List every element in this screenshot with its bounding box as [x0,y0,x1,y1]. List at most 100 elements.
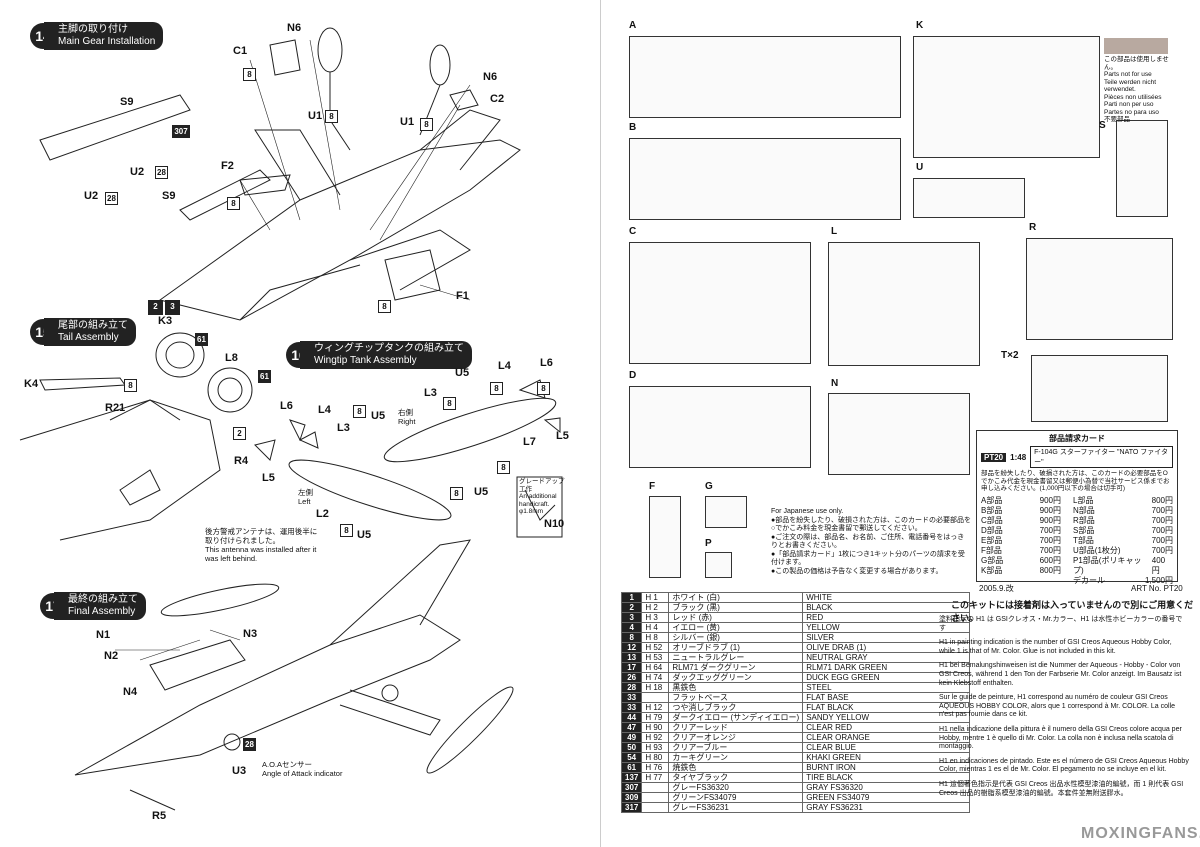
hobby-color-code: H 93 [641,742,670,753]
part-label: U1 [400,116,415,128]
color-number: 50 [620,742,643,753]
part-label: L3 [424,387,437,399]
part-label: L3 [337,422,350,434]
step-17-title-jp: 最終の組み立て [68,594,138,605]
hobby-color-code: H 80 [641,752,670,763]
part-label: U2 [130,166,145,178]
sprue-n [828,393,970,475]
color-number: 33 [620,692,643,703]
part-label: K4 [24,378,39,390]
part-label: L6 [540,357,553,369]
part-label: C1 [233,45,248,57]
part-label: N3 [243,628,258,640]
hobby-color-code: H 8 [641,632,670,643]
order-card-kit-name: F-104G スターファイター "NATO ファイター" [1030,446,1173,468]
sprue-u [1031,355,1168,422]
color-name-jp: グレーFS36320 [668,782,804,793]
color-name-en: BLACK [802,602,971,613]
color-number: 307 [620,782,643,793]
sprue-r [1026,238,1173,340]
color-ref: 8 [243,68,256,81]
part-label: S9 [120,96,134,108]
sprue-label-a: A [629,20,637,31]
hobby-color-code: H 1 [641,592,670,603]
part-label: L4 [498,360,511,372]
sprue-label-k: K [916,20,924,31]
order-card-art-no: ART No. PT20 [1131,584,1183,593]
color-name-jp: ブラック (黒) [668,602,804,613]
hobby-color-code: H 92 [641,732,670,743]
hobby-color-code: H 18 [641,682,670,693]
color-name-jp: ダークイエロー (サンディイエロー) [668,712,804,723]
color-name-jp: グリーンFS34079 [668,792,804,803]
hobby-color-code: H 90 [641,722,670,733]
color-ref: 28 [155,166,168,179]
color-number: 4 [620,622,643,633]
left-side-label: 左側 Left [298,488,313,506]
left-page: 14 主脚の取り付け Main Gear Installation 15 尾部の… [19,22,569,822]
color-ref: 307 [172,125,190,138]
part-label: N1 [96,629,111,641]
color-number: 28 [620,682,643,693]
part-label: L6 [280,400,293,412]
part-label: F1 [456,290,469,302]
aoa-note: A.O.Aセンサー Angle of Attack indicator [262,760,343,778]
sprue-a [629,36,901,118]
color-name-jp: オリーブドラブ (1) [668,642,804,653]
color-name-jp: レッド (赤) [668,612,804,623]
japan-use-note: For Japanese use only. ●部品を紛失したり、破損された方は… [771,508,971,575]
part-label: L5 [262,472,275,484]
color-name-jp: タイヤブラック [668,772,804,783]
part-label: N10 [544,518,565,530]
step-17-title-en: Final Assembly [68,606,136,617]
color-name-jp: クリアーブルー [668,742,804,753]
color-number: 2 [620,602,643,613]
part-label: L7 [523,436,536,448]
tip-tank-drawing [288,379,563,538]
color-number: 54 [620,752,643,763]
multilingual-notes: 塗料指示の H1 は GSIクレオス・Mr.カラー、H1 は水性ホビーカラーの番… [939,616,1189,797]
part-label: U5 [455,367,470,379]
step-14-header: 14 主脚の取り付け Main Gear Installation [30,22,164,50]
step-16-header: 16 ウィングチップタンクの組み立て Wingtip Tank Assembly [286,341,472,369]
color-number: 47 [620,722,643,733]
hobby-color-code: H 77 [641,772,670,783]
sprue-label-s: S [1099,120,1106,131]
sprue-label-d: D [629,370,637,381]
part-label: C2 [490,93,505,105]
part-label: N2 [104,650,119,662]
watermark: MOXINGFANS.COM [1081,825,1200,842]
color-ref: 8 [490,382,503,395]
color-ref: 8 [537,382,550,395]
color-number: 8 [620,632,643,643]
color-number: 309 [620,792,643,803]
color-number: 61 [620,762,643,773]
part-label: N6 [483,71,498,83]
parts-order-card: 部品請求カード PT20 1:48 F-104G スターファイター "NATO … [976,430,1178,585]
step-15-header: 15 尾部の組み立て Tail Assembly [30,318,136,346]
not-for-use-note: この部品は使用しません。 Parts not for use Teile wer… [1104,38,1179,124]
hobby-color-code [641,802,670,813]
step-16-title-en: Wingtip Tank Assembly [314,355,417,366]
sprue-d [629,386,811,468]
hobby-color-code [641,792,670,803]
sprue-label-b: B [629,122,637,133]
hobby-color-code: H 53 [641,652,670,663]
color-ref: 8 [443,397,456,410]
color-ref: 8 [353,405,366,418]
part-label: L8 [225,352,238,364]
color-ref: 8 [450,487,463,500]
